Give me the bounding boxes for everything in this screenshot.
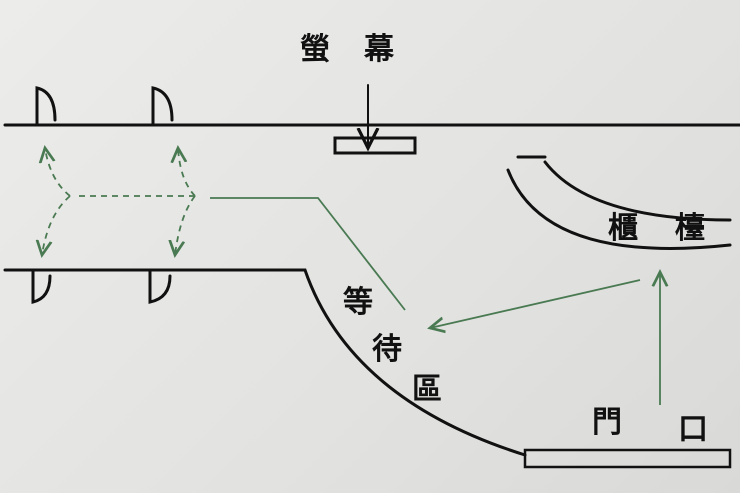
path-counter-to-waiting <box>430 279 641 328</box>
dashed-to-door-top-1 <box>45 148 71 197</box>
door-top-1 <box>35 86 57 127</box>
waiting-label-2: 待 <box>372 332 402 367</box>
dashed-to-door-top-2 <box>178 148 196 197</box>
path-waiting-to-corridor <box>210 197 406 311</box>
counter-outer <box>506 168 732 250</box>
entrance-label-1: 門 <box>592 405 622 440</box>
dashed-to-door-bottom-1 <box>42 195 71 255</box>
waiting-label-1: 等 <box>343 285 373 320</box>
entrance-threshold <box>523 448 732 469</box>
screen-label-2: 幕 <box>364 32 394 67</box>
door-top-2 <box>151 86 174 127</box>
entrance-label-2: 口 <box>678 412 708 447</box>
waiting-label-3: 區 <box>412 372 442 407</box>
door-bottom-1 <box>31 268 52 304</box>
screen-label-1: 螢 <box>300 32 330 67</box>
screen <box>333 136 417 155</box>
counter-label-2: 檯 <box>675 211 705 246</box>
door-bottom-2 <box>148 268 172 304</box>
bottom-wall <box>3 268 527 457</box>
counter-label-1: 櫃 <box>608 211 638 246</box>
counter-inner <box>543 160 732 222</box>
dashed-to-door-bottom-2 <box>175 195 196 255</box>
